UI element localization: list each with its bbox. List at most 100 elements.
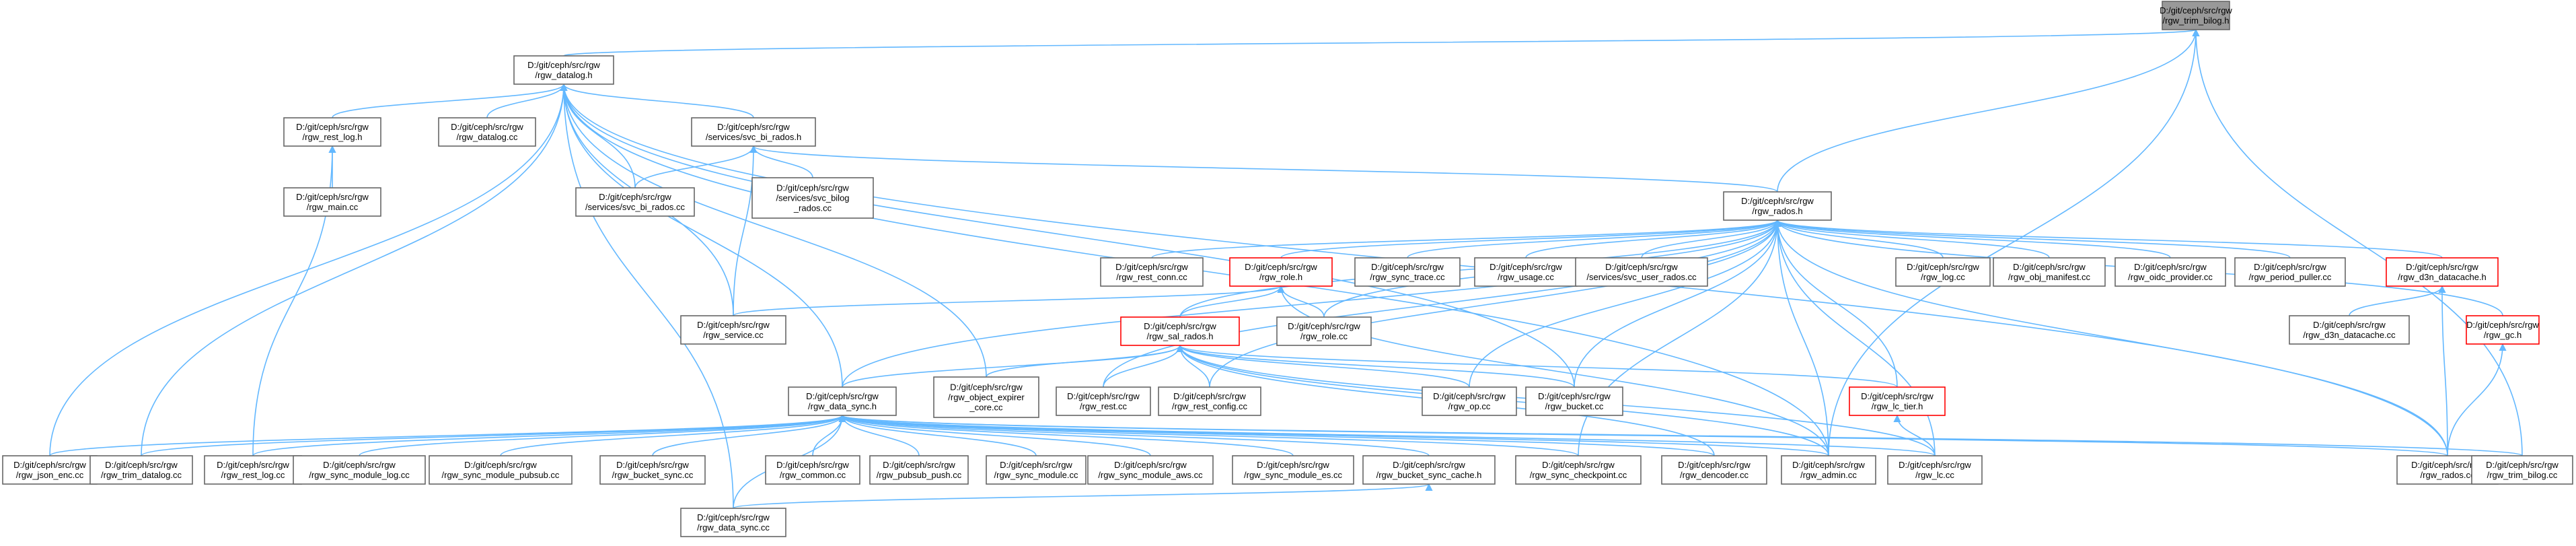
node-label-line: D:/git/ceph/src/rgw: [1489, 262, 1562, 272]
dependency-edge: [1151, 219, 1781, 259]
dependency-edge: [838, 414, 1430, 456]
node-box: [869, 455, 969, 485]
file-node[interactable]: D:/git/ceph/src/rgw/rgw_datalog.h: [513, 55, 614, 85]
file-node[interactable]: D:/git/ceph/src/rgw/rgw_period_puller.cc: [2234, 257, 2346, 287]
file-node[interactable]: D:/git/ceph/src/rgw/rgw_main.cc: [283, 187, 381, 217]
file-node[interactable]: D:/git/ceph/src/rgw/rgw_rest_config.cc: [1158, 386, 1261, 416]
dependency-edge: [560, 83, 754, 118]
node-label-line: /rgw_data_sync.h: [808, 401, 877, 411]
dependency-edge: [1773, 219, 2448, 456]
node-box: [1056, 386, 1151, 416]
file-node[interactable]: D:/git/ceph/src/rgw/rgw_trim_datalog.cc: [89, 455, 193, 485]
dependency-edge: [560, 83, 987, 378]
file-node[interactable]: D:/git/ceph/src/rgw/rgw_op.cc: [1422, 386, 1517, 416]
dependency-edge: [1773, 219, 2171, 259]
file-node[interactable]: D:/git/ceph/src/rgw/services/svc_user_ra…: [1575, 257, 1708, 287]
node-label-line: D:/git/ceph/src/rgw: [1371, 262, 1444, 272]
node-box: [2386, 257, 2499, 287]
node-label-line: /rgw_role.h: [1259, 272, 1302, 282]
node-label-line: D:/git/ceph/src/rgw: [1144, 321, 1216, 331]
node-label-line: /rgw_rados.cc: [2421, 470, 2475, 480]
file-node[interactable]: D:/git/ceph/src/rgw/rgw_bucket_sync.cc: [599, 455, 706, 485]
file-node[interactable]: D:/git/ceph/src/rgw/rgw_admin.cc: [1781, 455, 1876, 485]
node-box: [1993, 257, 2106, 287]
file-node[interactable]: D:/git/ceph/src/rgw/rgw_log.cc: [1895, 257, 1991, 287]
file-node[interactable]: D:/git/ceph/src/rgw/rgw_sync_trace.cc: [1354, 257, 1461, 287]
file-node[interactable]: D:/git/ceph/src/rgw/rgw_role.h: [1229, 257, 1333, 287]
file-node[interactable]: D:/git/ceph/src/rgw/rgw_sync_module.cc: [986, 455, 1087, 485]
file-node[interactable]: D:/git/ceph/src/rgw/rgw_gc.h: [2466, 315, 2540, 345]
file-node[interactable]: D:/git/ceph/src/rgw/rgw_sync_module_log.…: [293, 455, 426, 485]
file-node[interactable]: D:/git/ceph/src/rgw/rgw_rados.h: [1723, 191, 1832, 221]
node-label-line: D:/git/ceph/src/rgw: [1542, 460, 1615, 470]
node-label-line: /rgw_op.cc: [1448, 401, 1491, 411]
file-node[interactable]: D:/git/ceph/src/rgw/services/svc_bi_rado…: [691, 117, 816, 147]
file-node[interactable]: D:/git/ceph/src/rgw/rgw_rest.cc: [1056, 386, 1151, 416]
node-label-line: /rgw_sync_checkpoint.cc: [1530, 470, 1627, 480]
file-node[interactable]: D:/git/ceph/src/rgw/services/svc_bilog_r…: [751, 177, 874, 219]
file-node[interactable]: D:/git/ceph/src/rgw/rgw_d3n_datacache.cc: [2289, 315, 2410, 345]
dependency-edge: [839, 414, 2523, 456]
file-node[interactable]: D:/git/ceph/src/rgw/rgw_trim_bilog.cc: [2471, 455, 2573, 485]
node-label-line: D:/git/ceph/src/rgw: [2486, 460, 2559, 470]
node-label-line: /rgw_main.cc: [307, 202, 359, 212]
file-node[interactable]: D:/git/ceph/src/rgw/rgw_rest_log.cc: [204, 455, 302, 485]
root-file-node[interactable]: D:/git/ceph/src/rgw/rgw_trim_bilog.h: [2160, 1, 2232, 30]
node-label-line: /services/svc_user_rados.cc: [1586, 272, 1697, 282]
node-box: [2234, 257, 2346, 287]
dependency-edge: [1773, 219, 1829, 456]
node-box: [2114, 257, 2226, 287]
file-node[interactable]: D:/git/ceph/src/rgw/rgw_datalog.cc: [438, 117, 536, 147]
dependency-edge: [1574, 219, 1781, 388]
node-box: [513, 55, 614, 85]
node-label-line: /rgw_lc_tier.h: [1872, 401, 1923, 411]
file-node[interactable]: D:/git/ceph/src/rgw/rgw_usage.cc: [1474, 257, 1578, 287]
node-label-line: /rgw_role.cc: [1300, 331, 1348, 341]
file-node[interactable]: D:/git/ceph/src/rgw/rgw_service.cc: [680, 315, 786, 345]
file-node[interactable]: D:/git/ceph/src/rgw/rgw_json_enc.cc: [2, 455, 98, 485]
file-node[interactable]: D:/git/ceph/src/rgw/rgw_obj_manifest.cc: [1993, 257, 2106, 287]
file-node[interactable]: D:/git/ceph/src/rgw/rgw_rados.cc: [2396, 455, 2499, 485]
node-label-line: D:/git/ceph/src/rgw: [717, 122, 790, 132]
file-node[interactable]: D:/git/ceph/src/rgw/rgw_dencoder.cc: [1661, 455, 1767, 485]
node-box: [1849, 386, 1946, 416]
node-label-line: /rgw_rest_config.cc: [1172, 401, 1247, 411]
dependency-edge: [733, 145, 758, 316]
file-node[interactable]: D:/git/ceph/src/rgw/services/svc_bi_rado…: [575, 187, 695, 217]
dependency-edge: [1469, 219, 1781, 388]
node-label-line: /rgw_bucket.cc: [1545, 401, 1604, 411]
dependency-edge: [560, 83, 734, 509]
file-node[interactable]: D:/git/ceph/src/rgw/rgw_lc_tier.h: [1849, 386, 1946, 416]
file-node[interactable]: D:/git/ceph/src/rgw/rgw_object_expirer_c…: [933, 376, 1039, 418]
node-label-line: D:/git/ceph/src/rgw: [217, 460, 289, 470]
nodes-layer: D:/git/ceph/src/rgw/rgw_trim_bilog.hD:/g…: [2, 1, 2573, 537]
file-node[interactable]: D:/git/ceph/src/rgw/rgw_rest_log.h: [283, 117, 381, 147]
file-node[interactable]: D:/git/ceph/src/rgw/rgw_sync_module_pubs…: [429, 455, 573, 485]
file-node[interactable]: D:/git/ceph/src/rgw/rgw_bucket.cc: [1525, 386, 1623, 416]
file-node[interactable]: D:/git/ceph/src/rgw/rgw_sync_checkpoint.…: [1515, 455, 1642, 485]
node-label-line: /services/svc_bi_rados.cc: [585, 202, 686, 212]
node-box: [1087, 455, 1214, 485]
dependency-edge: [560, 83, 843, 388]
file-node[interactable]: D:/git/ceph/src/rgw/rgw_rest_conn.cc: [1100, 257, 1204, 287]
node-label-line: D:/git/ceph/src/rgw: [806, 391, 879, 401]
file-node[interactable]: D:/git/ceph/src/rgw/rgw_oidc_provider.cc: [2114, 257, 2226, 287]
file-node[interactable]: D:/git/ceph/src/rgw/rgw_sync_module_aws.…: [1087, 455, 1214, 485]
file-node[interactable]: D:/git/ceph/src/rgw/rgw_sal_rados.h: [1120, 316, 1240, 346]
node-box: [1276, 316, 1372, 346]
file-node[interactable]: D:/git/ceph/src/rgw/rgw_data_sync.h: [788, 386, 897, 416]
node-box: [1120, 316, 1240, 346]
file-node[interactable]: D:/git/ceph/src/rgw/rgw_lc.cc: [1887, 455, 1983, 485]
file-node[interactable]: D:/git/ceph/src/rgw/rgw_bucket_sync_cach…: [1362, 455, 1496, 485]
file-node[interactable]: D:/git/ceph/src/rgw/rgw_pubsub_push.cc: [869, 455, 969, 485]
node-label-line: D:/git/ceph/src/rgw: [1907, 262, 1979, 272]
node-label-line: D:/git/ceph/src/rgw: [950, 382, 1023, 393]
file-node[interactable]: D:/git/ceph/src/rgw/rgw_common.cc: [765, 455, 860, 485]
file-node[interactable]: D:/git/ceph/src/rgw/rgw_d3n_datacache.h: [2386, 257, 2499, 287]
file-node[interactable]: D:/git/ceph/src/rgw/rgw_data_sync.cc: [680, 508, 786, 537]
node-box: [1515, 455, 1642, 485]
file-node[interactable]: D:/git/ceph/src/rgw/rgw_role.cc: [1276, 316, 1372, 346]
file-node[interactable]: D:/git/ceph/src/rgw/rgw_sync_module_es.c…: [1232, 455, 1354, 485]
node-box: [204, 455, 302, 485]
node-box: [680, 508, 786, 537]
